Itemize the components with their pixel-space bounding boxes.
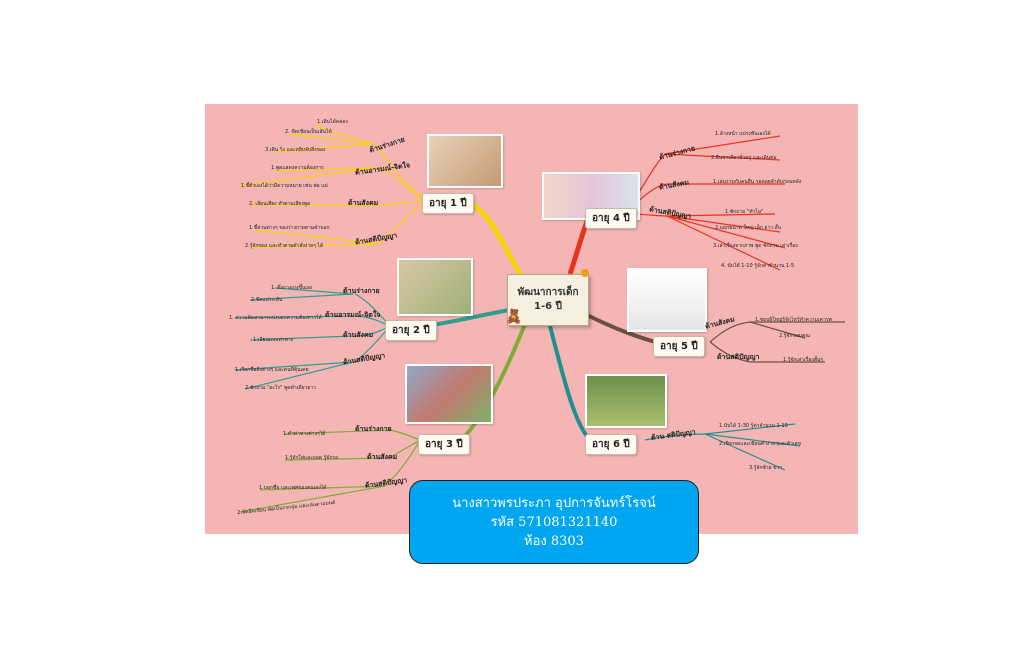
age2-leaf: 1.เรียกชื่อสิ่งต่างๆ และคนที่คุ้นเคย <box>235 367 309 373</box>
pushpin-icon <box>581 269 589 277</box>
age-3-node[interactable]: อายุ 3 ปี <box>418 434 470 455</box>
age-1-node[interactable]: อายุ 1 ปี <box>422 193 474 214</box>
age6-leaf: 3.รู้จักซ้าย ขวา <box>749 465 783 471</box>
author-name: นางสาวพรประภา อุปการจันทร์โรจน์ <box>452 495 656 511</box>
author-box: นางสาวพรประภา อุปการจันทร์โรจน์ รหัส 571… <box>409 480 699 564</box>
age1-leaf: 2.รู้จักของ และทำตามคำสั่งง่ายๆ ได้ <box>245 243 324 249</box>
age1-leaf: 1.เดินได้คล่อง <box>317 119 348 125</box>
age1-leaf: 3.เดิน วิ่ง และหยิบจับสิ่งของ <box>265 147 326 153</box>
age1-leaf: 1.ชี้ส่วนต่างๆ ของร่างกายตามคำบอก <box>249 225 330 231</box>
age4-leaf: 4. นับได้ 1-10 รู้จักค่าจำนวน 1-5 <box>721 263 795 269</box>
kids-jumping-icon <box>627 268 707 332</box>
age1-leaf: 2. ขีดเขียนเป็นเส้นได้ <box>285 129 332 135</box>
age5-cat-intellect: ด้านสติปัญญา <box>717 353 760 361</box>
age2-leaf: 2.ขีดแประเส้น <box>251 297 283 303</box>
age3-cat-social: ด้านสังคม <box>367 453 398 461</box>
age2-leaf: 1.เลียนแบบท่าทาง <box>253 337 294 343</box>
branch-lines <box>234 125 845 513</box>
age1-leaf: 1.ชี้ตัวเองได้ว่ามีความหมาย เช่น พ่อ แม่ <box>241 183 328 189</box>
age4-leaf: 2.บอกขนาด ใหญ่ เล็ก ยาว สั้น <box>715 225 782 231</box>
age5-leaf: 1.ชอบผู้ใหญ่รู้จักไหว้ทำความเคารพ <box>755 317 832 323</box>
age6-leaf: 1.นับได้ 1-30 รู้ค่าจำนวน 1-10 <box>719 423 788 429</box>
age3-leaf: 1.บอกชื่อ และเพศของตนเองได้ <box>259 485 327 491</box>
age1-leaf: 1.พูดแสดงความต้องการ <box>271 165 324 171</box>
author-room: ห้อง 8303 <box>524 533 584 549</box>
toys-icon: 🧸 <box>505 309 523 325</box>
babies-icon <box>427 134 503 188</box>
center-topic: พัฒนาการเด็ก 1-6 ปี <box>507 274 589 326</box>
age4-leaf: 1.ล้างหน้า แปรงฟันเองได้ <box>715 131 771 137</box>
kids-running-icon <box>585 374 667 428</box>
age2-leaf: 2.ซักถาม "อะไร" พูดคำเดียวยาว <box>245 385 316 391</box>
age2-leaf: 1. ความคิดสามารถบ่งบอกความต้องการได้ <box>229 315 322 321</box>
age2-cat-emotional: ด้านอารมณ์-จิตใจ <box>325 311 381 319</box>
age4-leaf: 3.เล่าเรื่องจากภาพ พูด ซักถาม เล่าเรื่อง <box>713 243 798 249</box>
age2-cat-physical: ด้านร่างกาย <box>343 287 380 295</box>
age4-leaf: 2.ยืนขาเดียวชั่วครู่ และเดินต่อ <box>711 155 777 161</box>
age-2-node[interactable]: อายุ 2 ปี <box>385 320 437 341</box>
age5-leaf: 1.รู้จักเล่าเรื่องสั้นๆ <box>783 357 823 363</box>
age2-leaf: 1. ดึงกางเกงขึ้นเอง <box>271 285 313 291</box>
center-line1: พัฒนาการเด็ก <box>517 287 579 298</box>
author-id: รหัส 571081321140 <box>490 514 618 530</box>
age3-leaf: 1.ทำท่าทางต่างๆได้ <box>283 431 326 437</box>
age-6-node[interactable]: อายุ 6 ปี <box>585 434 637 455</box>
age4-leaf: 1.ซักถาม "ทำไม" <box>725 209 764 215</box>
age-5-node[interactable]: อายุ 5 ปี <box>653 336 705 357</box>
age1-leaf: 2. เลียนเสียง ทำตามเสียงพูด <box>249 201 311 207</box>
age-4-node[interactable]: อายุ 4 ปี <box>585 208 637 229</box>
center-line2: 1-6 ปี <box>534 301 562 312</box>
age1-cat-social: ด้านสังคม <box>348 199 379 207</box>
toddlers-icon <box>397 258 473 316</box>
age5-leaf: 2.รู้จักขอบคุณ <box>779 333 810 339</box>
age3-leaf: 1.รู้จักใส่และถอด รู้จักรอ <box>285 455 339 461</box>
age4-leaf: 1.เล่นรวมกับคนอื่น รอคอยลำดับก่อนหลัง <box>713 179 802 185</box>
age2-cat-social: ด้านสังคม <box>343 331 374 339</box>
age3-cat-physical: ด้านร่างกาย <box>355 425 392 433</box>
mind-map: พัฒนาการเด็ก 1-6 ปี 🧸 อายุ 1 ปี อายุ 2 ป… <box>205 104 858 534</box>
age6-leaf: 2.เรียกจดและเขียนคำง่ายๆและตัวเลข <box>719 441 801 447</box>
kids-playing-icon <box>405 364 493 424</box>
